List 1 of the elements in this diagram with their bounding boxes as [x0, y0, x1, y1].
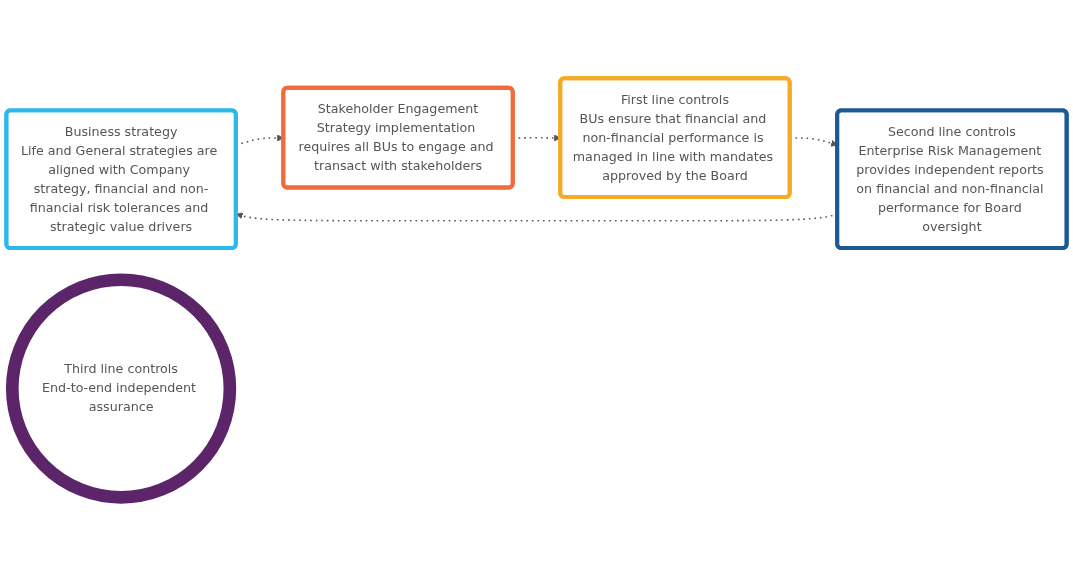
node-circle: Third line controls End-to-end independent assurance — [5, 273, 237, 504]
